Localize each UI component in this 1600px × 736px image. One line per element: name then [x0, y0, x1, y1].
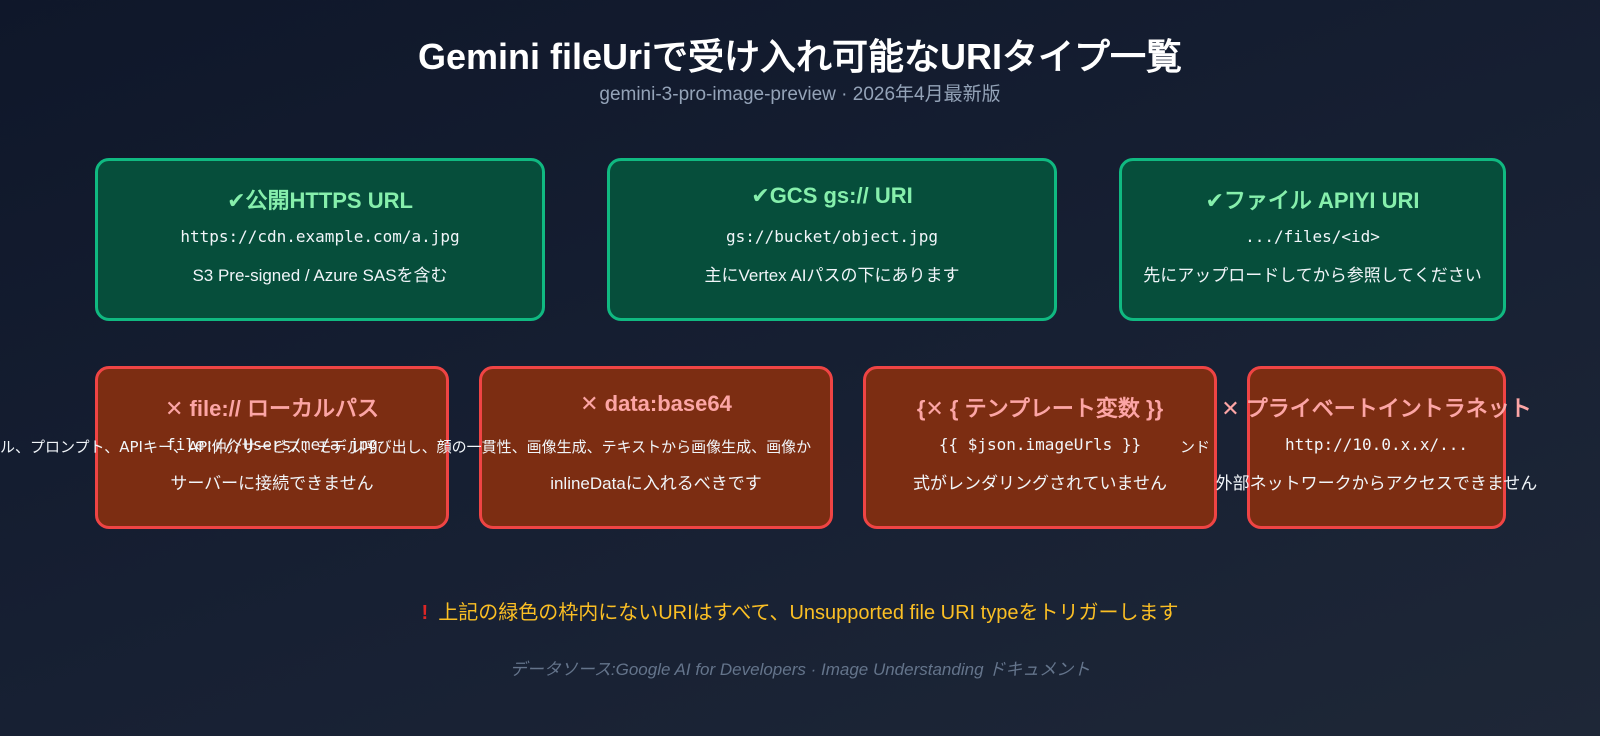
card-code: gs://bucket/object.jpg	[726, 227, 938, 246]
card-code: http://10.0.x.x/...	[1284, 435, 1469, 454]
card-template-variable: {✕ { テンプレート変数 }} {{ $json.imageUrls }} 式…	[863, 366, 1217, 529]
card-code: .../files/<id>	[1245, 227, 1380, 246]
page-subtitle: gemini-3-pro-image-preview · 2026年4月最新版	[599, 84, 1001, 105]
card-description: サーバーに接続できません	[170, 474, 374, 493]
card-title: ✔公開HTTPS URL	[227, 188, 413, 213]
card-title: {✕ { テンプレート変数 }}	[916, 396, 1164, 421]
card-gcs-uri: ✔GCS gs:// URI gs://bucket/object.jpg 主に…	[607, 158, 1057, 321]
card-https-url: ✔公開HTTPS URL https://cdn.example.com/a.j…	[95, 158, 545, 321]
exclamation-icon: !	[421, 602, 429, 624]
page-title: Gemini fileUriで受け入れ可能なURIタイプ一覧	[417, 36, 1183, 77]
card-title: ✔GCS gs:// URI	[751, 183, 913, 208]
overlay-keyword-span: ル、プロンプト、APIキー、API仲介サービス、モデル呼び出し、顔の一貫性、画像…	[0, 438, 812, 456]
card-title: ✕ data:base64	[580, 391, 732, 416]
card-data-base64: ✕ data:base64 inlineDataに入れるべきです	[479, 366, 833, 529]
warning-text: 上記の緑色の枠内にないURIはすべて、Unsupported file URI …	[438, 602, 1179, 624]
card-title: ✔ファイル APIYI URI	[1205, 188, 1420, 213]
card-title: ✕ file:// ローカルパス	[165, 396, 379, 421]
card-code: file:///Users/me/a.jpg	[166, 435, 378, 454]
card-code: {{ $json.imageUrls }}	[938, 435, 1142, 454]
overlay-keyword-text-fragment: ンド 、	[1180, 438, 1236, 456]
card-code: https://cdn.example.com/a.jpg	[180, 227, 460, 246]
card-local-path: ✕ file:// ローカルパス file:///Users/me/a.jpg …	[95, 366, 449, 529]
card-description: 主にVertex AIパスの下にあります	[704, 266, 960, 285]
card-description: 式がレンダリングされていません	[913, 474, 1167, 493]
card-description: S3 Pre-signed / Azure SASを含む	[192, 266, 448, 285]
source-note: データソース:Google AI for Developers · Image …	[509, 660, 1091, 679]
card-title: ✕ プライベートイントラネット	[1221, 396, 1532, 421]
warning-message: ! 上記の緑色の枠内にないURIはすべて、Unsupported file URI…	[0, 596, 1600, 625]
overlay-keyword-text: ル、プロンプト、APIキー、API仲介サービス、モデル呼び出し、顔の一貫性、画像…	[0, 436, 905, 457]
card-file-api-uri: ✔ファイル APIYI URI .../files/<id> 先にアップロードし…	[1119, 158, 1506, 321]
card-description: 外部ネットワークからアクセスできません	[1215, 474, 1538, 493]
card-description: inlineDataに入れるべきです	[550, 474, 762, 493]
card-description: 先にアップロードしてから参照してください	[1143, 266, 1482, 285]
card-private-intranet: ✕ プライベートイントラネット http://10.0.x.x/... 外部ネッ…	[1216, 366, 1537, 529]
